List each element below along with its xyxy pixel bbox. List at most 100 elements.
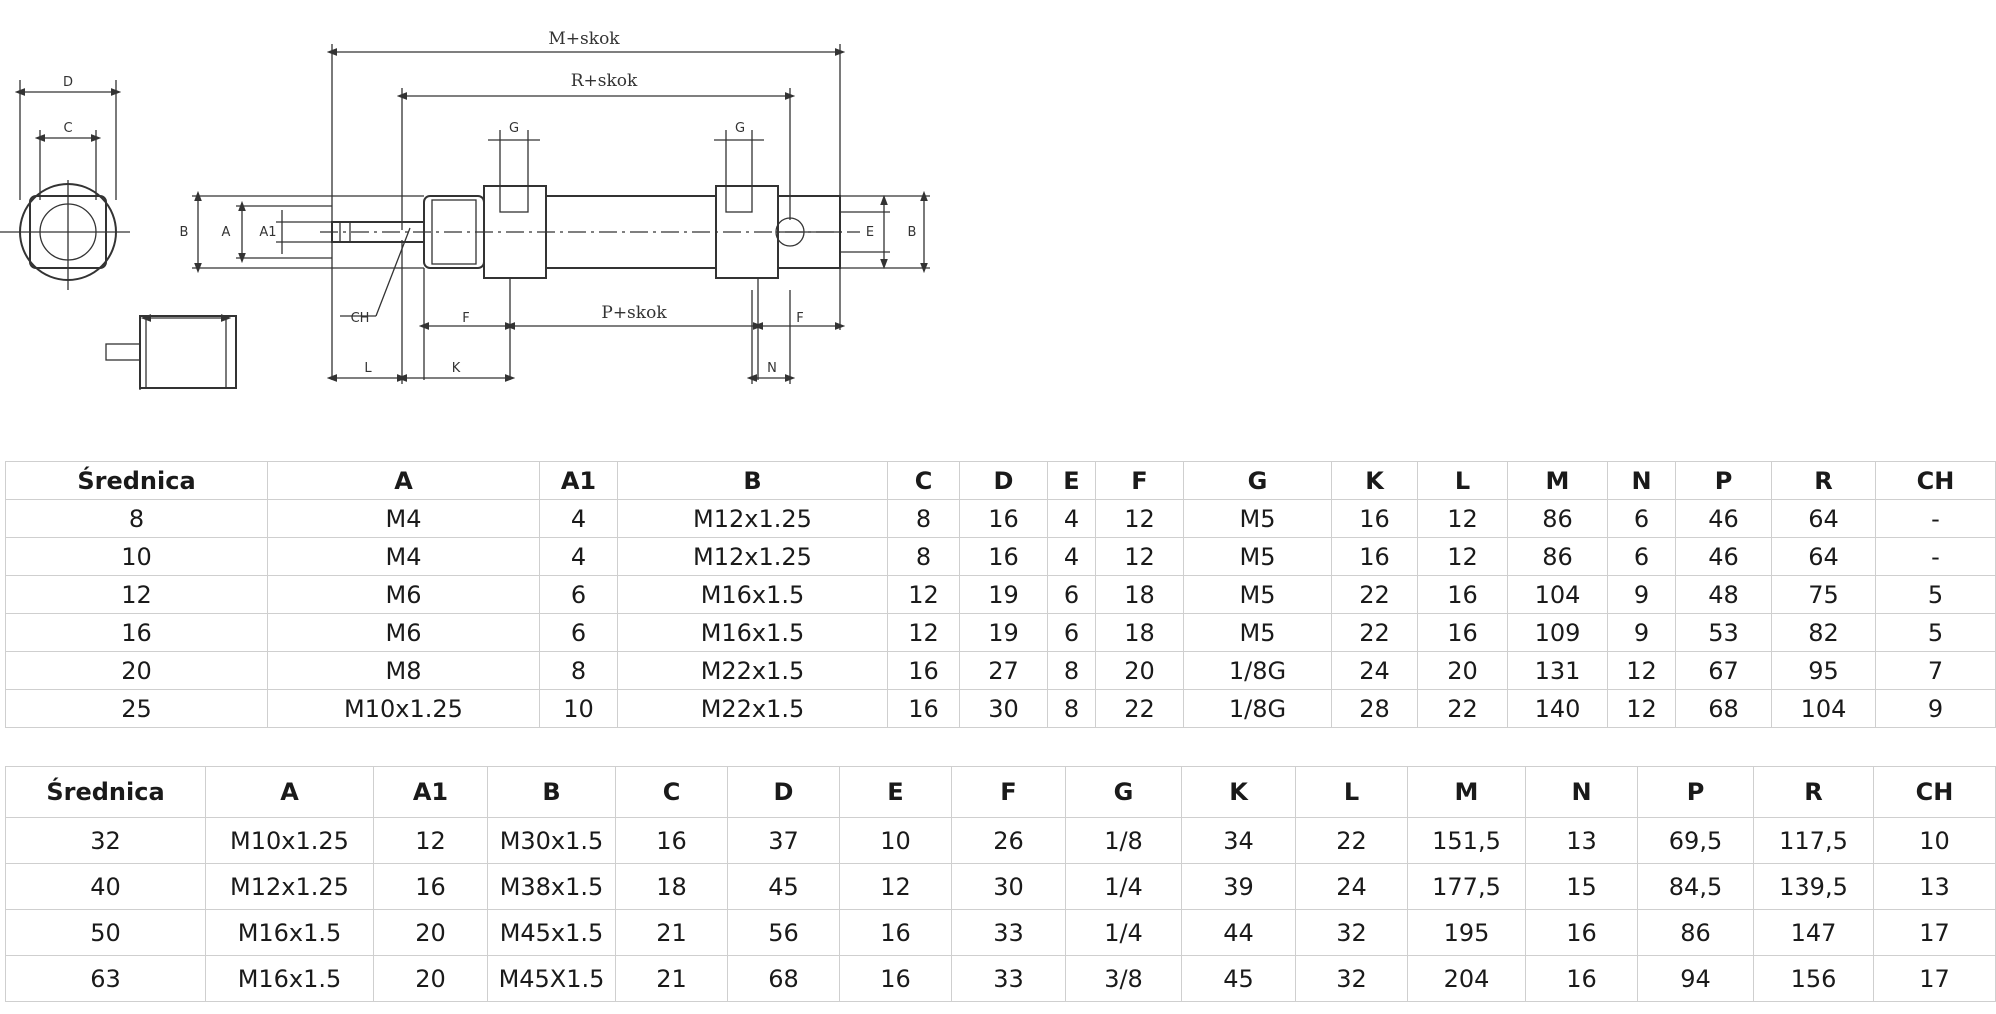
table-cell: 10: [5, 537, 268, 576]
table-cell: M16x1.5: [617, 575, 888, 614]
label-m-skok: M+skok: [548, 29, 620, 49]
table-cell: 109: [1507, 613, 1608, 652]
table-cell: M16x1.5: [205, 955, 374, 1002]
table-cell: 9: [1607, 613, 1676, 652]
table-cell: 9: [1607, 575, 1676, 614]
header-cell: F: [951, 766, 1066, 818]
table-cell: 22: [1417, 689, 1508, 728]
header-cell: C: [887, 461, 960, 500]
header-cell: D: [727, 766, 840, 818]
table-cell: 86: [1637, 909, 1754, 956]
table-cell: 5: [1875, 613, 1996, 652]
table-cell: M30x1.5: [487, 817, 616, 864]
table-cell: 16: [887, 689, 960, 728]
header-cell: Średnica: [5, 461, 268, 500]
table-cell: 16: [959, 537, 1048, 576]
table-cell: 45: [727, 863, 840, 910]
end-view: [0, 80, 130, 290]
table-cell: 75: [1771, 575, 1876, 614]
table-cell: -: [1875, 499, 1996, 538]
table-cell: 16: [5, 613, 268, 652]
table-cell: M5: [1183, 537, 1332, 576]
table-cell: 22: [1295, 817, 1408, 864]
header-cell: E: [1047, 461, 1096, 500]
table-cell: 15: [1525, 863, 1638, 910]
table-header-row: Średnica A A1 B C D E F G K L M N P R CH: [5, 461, 1996, 500]
header-cell: L: [1295, 766, 1408, 818]
table-cell: M5: [1183, 613, 1332, 652]
table-cell: 16: [1525, 909, 1638, 956]
header-cell: Średnica: [5, 766, 206, 818]
table-cell: M45X1.5: [487, 955, 616, 1002]
table-cell: M6: [267, 613, 540, 652]
table-cell: 8: [1047, 651, 1096, 690]
table-cell: 147: [1753, 909, 1874, 956]
label-ch: CH: [351, 311, 370, 326]
label-c: C: [63, 121, 72, 136]
table-cell: 16: [959, 499, 1048, 538]
label-l: L: [364, 361, 372, 376]
table-cell: 32: [1295, 909, 1408, 956]
table-cell: 22: [1095, 689, 1184, 728]
header-cell: G: [1065, 766, 1182, 818]
table-cell: 50: [5, 909, 206, 956]
table-cell: M8: [267, 651, 540, 690]
table-cell: 8: [887, 537, 960, 576]
table-cell: 17: [1873, 955, 1996, 1002]
table-cell: 16: [373, 863, 488, 910]
label-f-right: F: [796, 311, 803, 326]
table-cell: M16x1.5: [617, 613, 888, 652]
table-cell: M4: [267, 537, 540, 576]
table-cell: 156: [1753, 955, 1874, 1002]
table-cell: 12: [1607, 651, 1676, 690]
table-cell: 45: [1181, 955, 1296, 1002]
header-cell: CH: [1875, 461, 1996, 500]
table-cell: 12: [839, 863, 952, 910]
table-cell: 69,5: [1637, 817, 1754, 864]
table-cell: M5: [1183, 499, 1332, 538]
table-cell: M5: [1183, 575, 1332, 614]
table-cell: 22: [1331, 613, 1418, 652]
table-cell: 140: [1507, 689, 1608, 728]
header-cell: N: [1525, 766, 1638, 818]
table-cell: 16: [839, 955, 952, 1002]
header-cell: R: [1771, 461, 1876, 500]
table-cell: 13: [1873, 863, 1996, 910]
table-cell: 1/8G: [1183, 689, 1332, 728]
table-cell: M22x1.5: [617, 689, 888, 728]
table-cell: 20: [1417, 651, 1508, 690]
header-cell: A1: [373, 766, 488, 818]
table-cell: 6: [1607, 537, 1676, 576]
table-cell: 6: [539, 613, 618, 652]
table-cell: M22x1.5: [617, 651, 888, 690]
table-cell: 33: [951, 909, 1066, 956]
table-cell: 12: [1607, 689, 1676, 728]
table-cell: 18: [1095, 575, 1184, 614]
header-cell: B: [487, 766, 616, 818]
table-cell: 30: [951, 863, 1066, 910]
table-cell: 6: [1047, 575, 1096, 614]
table-cell: 64: [1771, 537, 1876, 576]
table-cell: 8: [1047, 689, 1096, 728]
table-cell: 16: [1331, 537, 1418, 576]
table-cell: 26: [951, 817, 1066, 864]
table-cell: 46: [1675, 537, 1772, 576]
table-cell: 8: [887, 499, 960, 538]
table-cell: 12: [5, 575, 268, 614]
table-cell: 82: [1771, 613, 1876, 652]
header-cell: E: [839, 766, 952, 818]
dimensions-table-small: Średnica A A1 B C D E F G K L M N P R CH…: [5, 461, 1996, 728]
table-cell: 12: [887, 613, 960, 652]
header-cell: P: [1675, 461, 1772, 500]
table-cell: 37: [727, 817, 840, 864]
table-cell: 17: [1873, 909, 1996, 956]
table-cell: 46: [1675, 499, 1772, 538]
table-cell: 16: [1417, 575, 1508, 614]
table-cell: 12: [1095, 499, 1184, 538]
label-g-right: G: [735, 121, 745, 136]
table-cell: 10: [539, 689, 618, 728]
